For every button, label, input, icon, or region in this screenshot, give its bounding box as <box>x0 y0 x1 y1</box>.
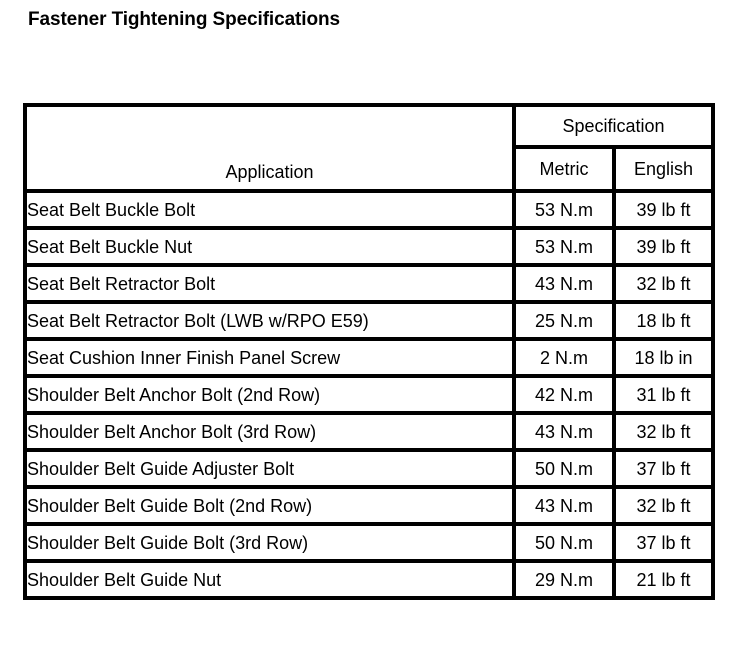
column-header-application: Application <box>23 103 516 193</box>
cell-metric-value: 43 N.m <box>512 411 616 452</box>
cell-application: Shoulder Belt Guide Nut <box>23 559 516 600</box>
cell-application: Shoulder Belt Anchor Bolt (3rd Row) <box>23 411 516 452</box>
cell-english-value: 39 lb ft <box>612 226 715 267</box>
cell-metric-value: 50 N.m <box>512 522 616 563</box>
column-header-metric: Metric <box>512 145 616 193</box>
cell-english-value: 32 lb ft <box>612 485 715 526</box>
table-row: Shoulder Belt Anchor Bolt (3rd Row)43 N.… <box>23 411 715 452</box>
cell-metric-value: 43 N.m <box>512 263 616 304</box>
column-header-application-label: Application <box>225 162 314 182</box>
table-row: Seat Belt Retractor Bolt (LWB w/RPO E59)… <box>23 300 715 341</box>
header-row-top: Application Specification <box>23 103 715 193</box>
column-header-specification: Specification <box>512 103 715 149</box>
cell-english-value: 37 lb ft <box>612 522 715 563</box>
cell-english-value: 37 lb ft <box>612 448 715 489</box>
cell-metric-value: 43 N.m <box>512 485 616 526</box>
header-row-units: Metric English <box>25 145 715 193</box>
fastener-tightening-specifications-table: Application Specification Metric English… <box>23 103 715 600</box>
table-row: Shoulder Belt Anchor Bolt (2nd Row)42 N.… <box>23 374 715 415</box>
cell-english-value: 32 lb ft <box>612 411 715 452</box>
cell-english-value: 31 lb ft <box>612 374 715 415</box>
cell-metric-value: 53 N.m <box>512 226 616 267</box>
cell-english-value: 32 lb ft <box>612 263 715 304</box>
table-row: Shoulder Belt Guide Bolt (2nd Row)43 N.m… <box>23 485 715 526</box>
cell-metric-value: 2 N.m <box>512 337 616 378</box>
cell-metric-value: 53 N.m <box>512 189 616 230</box>
cell-application: Shoulder Belt Guide Bolt (3rd Row) <box>23 522 516 563</box>
cell-application: Seat Belt Buckle Nut <box>23 226 516 267</box>
cell-metric-value: 29 N.m <box>512 559 616 600</box>
cell-application: Seat Belt Retractor Bolt <box>23 263 516 304</box>
column-header-english: English <box>612 145 715 193</box>
cell-application: Shoulder Belt Guide Bolt (2nd Row) <box>23 485 516 526</box>
cell-application: Seat Cushion Inner Finish Panel Screw <box>23 337 516 378</box>
spec-table-container: Application Specification Metric English… <box>23 103 715 600</box>
cell-english-value: 21 lb ft <box>612 559 715 600</box>
table-header: Application Specification Metric English <box>23 103 715 193</box>
cell-english-value: 18 lb ft <box>612 300 715 341</box>
cell-metric-value: 50 N.m <box>512 448 616 489</box>
cell-english-value: 18 lb in <box>612 337 715 378</box>
cell-application: Shoulder Belt Guide Adjuster Bolt <box>23 448 516 489</box>
cell-application: Shoulder Belt Anchor Bolt (2nd Row) <box>23 374 516 415</box>
table-row: Shoulder Belt Guide Bolt (3rd Row)50 N.m… <box>23 522 715 563</box>
cell-application: Seat Belt Retractor Bolt (LWB w/RPO E59) <box>23 300 516 341</box>
cell-application: Seat Belt Buckle Bolt <box>23 189 516 230</box>
page-title: Fastener Tightening Specifications <box>28 9 340 30</box>
cell-metric-value: 42 N.m <box>512 374 616 415</box>
cell-english-value: 39 lb ft <box>612 189 715 230</box>
cell-metric-value: 25 N.m <box>512 300 616 341</box>
